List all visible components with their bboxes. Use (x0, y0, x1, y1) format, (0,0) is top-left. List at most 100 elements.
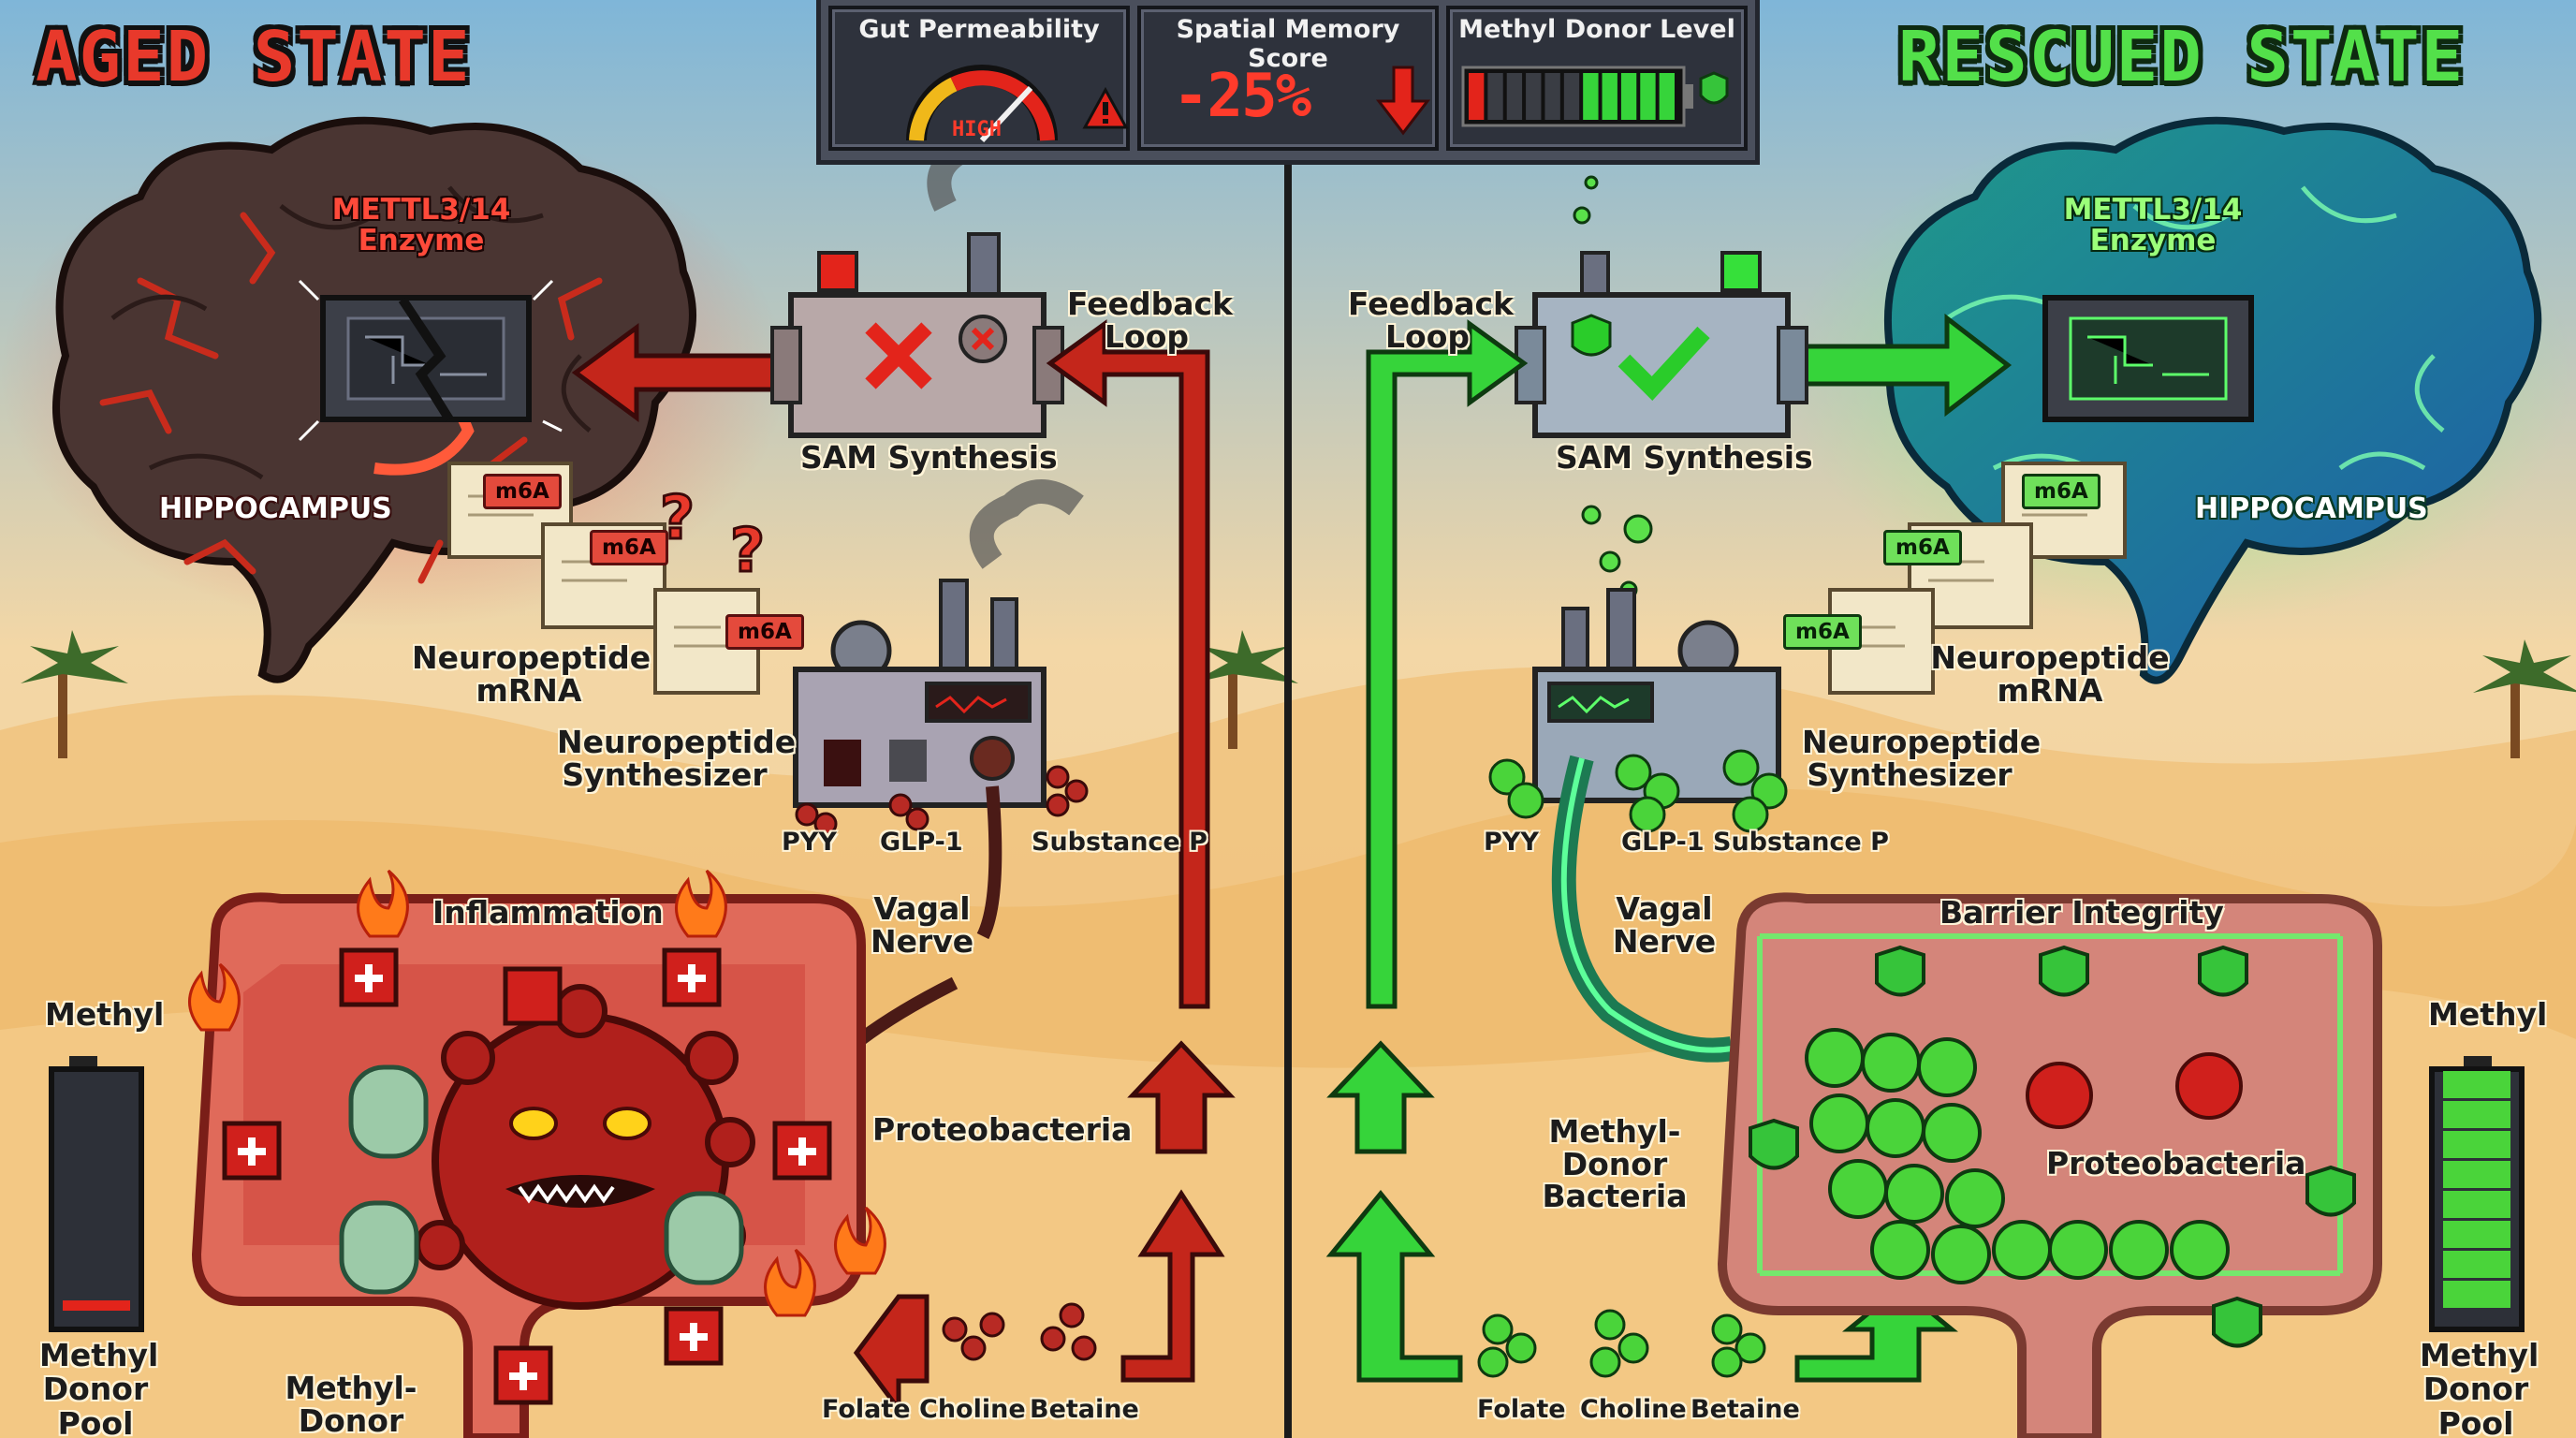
aged-nutrient-betaine: Betaine (1030, 1395, 1139, 1424)
question-mark-icon: ?? (659, 483, 767, 588)
inflammation-box-icon (222, 947, 832, 1405)
rescued-peptide-glp1: GLP-1 (1621, 828, 1705, 857)
aged-m6a-tag: m6A (590, 530, 668, 565)
meter-segment (1487, 73, 1503, 120)
rescued-peptide-pyy: PYY (1484, 828, 1539, 857)
sad-bacteria-icon (339, 1064, 744, 1295)
aged-neuropeptide-mrna-label: Neuropeptide mRNA (412, 639, 651, 709)
meter-segment (1544, 73, 1560, 120)
rescued-neuropeptide-mrna-label: Neuropeptide mRNA (1930, 639, 2170, 709)
aged-vagal-nerve (976, 785, 1003, 940)
rescued-nutrient-arrow (1325, 1190, 1463, 1383)
aged-nutrient-folate: Folate (822, 1395, 911, 1424)
battery-segment (2443, 1071, 2510, 1098)
aged-sam-machine (770, 112, 1064, 438)
rescued-feedback-loop-arrow (1366, 319, 1529, 1009)
rescued-battery-top-label: Methyl (2428, 996, 2548, 1033)
gut-permeability-title: Gut Permeability (858, 15, 1100, 44)
gauge-icon (906, 65, 1129, 143)
aged-synthesizer (793, 479, 1084, 808)
battery-segment (2443, 1161, 2510, 1188)
aged-m6a-tag: m6A (483, 474, 562, 509)
aged-enzyme-chip (298, 279, 563, 442)
meter-segment (1640, 73, 1656, 120)
fire-icon (188, 869, 886, 1317)
rescued-vagal-nerve-label: Vagal Nerve (1612, 890, 1717, 960)
aged-feedback-loop-arrow (1046, 319, 1210, 1009)
meter-segment (1620, 73, 1637, 120)
spatial-memory-panel: Spatial Memory Score -25% (1137, 6, 1439, 151)
meter-segment (1659, 73, 1675, 120)
meter-segment (1563, 73, 1580, 120)
methyl-donor-title: Methyl Donor Level (1458, 15, 1735, 44)
meter-segment (1526, 73, 1542, 120)
aged-peptide-substance-p: Substance P (1032, 828, 1208, 857)
rescued-gut (1717, 892, 2382, 1438)
svg-text:?: ? (730, 517, 765, 586)
aged-methyl-donor-pool-label: Methyl Donor Pool (39, 1337, 159, 1438)
aged-sam-to-brain-arrow (571, 323, 780, 422)
aged-nutrient-molecules (942, 1302, 1097, 1361)
aged-proteobacteria-label: Proteobacteria (872, 1111, 1133, 1148)
rescued-m6a-tag: m6A (1783, 614, 1862, 650)
left-arrow-icon (853, 1294, 929, 1416)
gut-permeability-panel: Gut Permeability HIGH (828, 6, 1130, 151)
aged-peptide-dots (795, 765, 1089, 836)
rescued-nutrient-choline: Choline (1580, 1395, 1687, 1424)
aged-enzyme-label: METTL3/14 Enzyme (331, 193, 511, 257)
rescued-peptide-substance-p: Substance P (1713, 828, 1889, 857)
battery-segment (2443, 1281, 2510, 1308)
aged-hippocampus-label: HIPPOCAMPUS (159, 492, 392, 525)
rescued-nutrient-folate: Folate (1477, 1395, 1566, 1424)
meter-segment (1506, 73, 1523, 120)
meter-segment (1583, 73, 1599, 120)
rescued-enzyme-chip (2042, 295, 2254, 422)
palm-tree-icon (1191, 630, 1298, 749)
plus-icon (238, 964, 816, 1390)
shield-icon (1749, 945, 2356, 1348)
down-arrow-icon (1375, 66, 1431, 136)
rescued-methyl-donor-bacteria-label: Methyl-Donor Bacteria (1542, 1113, 1688, 1215)
aged-nutrient-arrow (1120, 1189, 1225, 1383)
aged-feedback-loop-label: Feedback Loop (1067, 286, 1233, 355)
hud-bar: Gut Permeability HIGH Spatial Memory Sco… (816, 0, 1760, 165)
battery-segment (2443, 1131, 2510, 1158)
rescued-enzyme-label: METTL3/14 Enzyme (2063, 193, 2243, 257)
rescued-state-title: RESCUED STATE (1898, 17, 2466, 97)
aged-methyl-donor-bacteria-label: Methyl-Donor Bacteria (279, 1370, 424, 1438)
rescued-sam-machine (1515, 251, 1808, 438)
meter-segment (1469, 73, 1485, 120)
shield-icon (1699, 71, 1729, 105)
aged-battery-top-label: Methyl (45, 996, 165, 1033)
methyl-donor-panel: Methyl Donor Level (1446, 6, 1748, 151)
rescued-nutrient-molecules (1477, 1309, 1766, 1378)
rescued-hippocampus-label: HIPPOCAMPUS (2195, 492, 2428, 525)
palm-tree-icon (2473, 639, 2576, 758)
rescued-barrier-integrity-label: Barrier Integrity (1939, 894, 2224, 931)
aged-m6a-tag: m6A (725, 614, 804, 650)
rescued-proteobacteria-label: Proteobacteria (2046, 1145, 2306, 1181)
battery-segment (2443, 1221, 2510, 1248)
battery-segment (2443, 1101, 2510, 1128)
gauge-reading: HIGH (952, 118, 1002, 141)
up-arrow-icon (1326, 1040, 1435, 1154)
aged-gut (188, 869, 886, 1438)
spatial-memory-value: -25% (1173, 62, 1311, 131)
battery-segment (2443, 1191, 2510, 1218)
battery-segment (2443, 1251, 2510, 1278)
aged-vagal-nerve-label: Vagal Nerve (871, 890, 974, 960)
center-divider (1284, 159, 1292, 1438)
spatial-memory-title: Spatial Memory Score (1176, 15, 1400, 73)
aged-peptide-glp1: GLP-1 (880, 828, 963, 857)
rescued-synthesizer-label: Neuropeptide Synthesizer (1802, 724, 2042, 793)
red-virus-icon (2026, 1052, 2243, 1129)
methyl-donor-meter (1461, 66, 1729, 127)
aged-sam-synthesis-label: SAM Synthesis (800, 439, 1058, 476)
aged-peptide-pyy: PYY (782, 828, 837, 857)
aged-nutrient-choline: Choline (919, 1395, 1026, 1424)
rescued-peptide-dots (1488, 749, 1788, 833)
meter-segment (1602, 73, 1617, 120)
rescued-methyl-donor-pool-label: Methyl Donor Pool (2420, 1337, 2539, 1438)
aged-synthesizer-label: Neuropeptide Synthesizer (557, 724, 797, 793)
